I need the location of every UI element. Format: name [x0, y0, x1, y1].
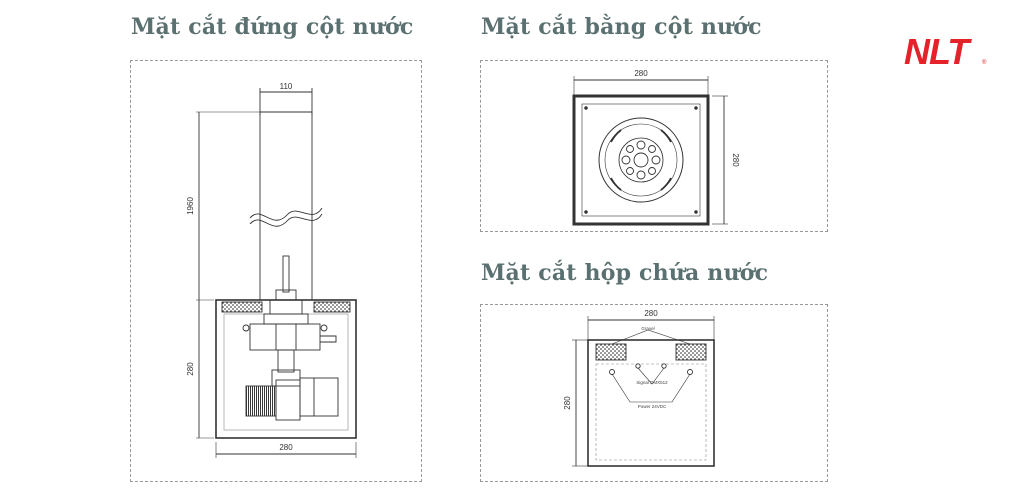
- box-section-panel: [480, 304, 828, 482]
- box-section-title: Mặt cắt hộp chứa nước: [481, 260, 769, 286]
- svg-text:NLT: NLT: [904, 31, 972, 72]
- nlt-logo: NLT ®: [904, 31, 987, 72]
- basin-section-drawing: [572, 316, 715, 467]
- column-height-label: 1960: [186, 197, 195, 215]
- svg-text:®: ®: [982, 59, 987, 66]
- gravel-label: Gravel: [641, 326, 654, 331]
- basin-width-label: 280: [644, 309, 658, 318]
- vertical-section-panel: [130, 60, 422, 482]
- horizontal-section-title: Mặt cắt bằng cột nước: [481, 14, 762, 40]
- plan-height-label: 280: [731, 153, 740, 167]
- box-width-label: 280: [279, 443, 293, 452]
- basin-height-label: 280: [563, 396, 572, 410]
- horizontal-section-panel: [480, 60, 828, 232]
- vertical-section-drawing: [196, 88, 357, 458]
- power-label: Power 24VDC: [638, 404, 667, 409]
- box-height-label: 280: [186, 362, 195, 376]
- vertical-section-title: Mặt cắt đứng cột nước: [131, 14, 414, 40]
- plan-width-label: 280: [634, 69, 648, 78]
- signal-label: Signal DMX512: [636, 380, 668, 385]
- plan-view-drawing: [572, 76, 728, 226]
- column-width-label: 110: [280, 82, 293, 91]
